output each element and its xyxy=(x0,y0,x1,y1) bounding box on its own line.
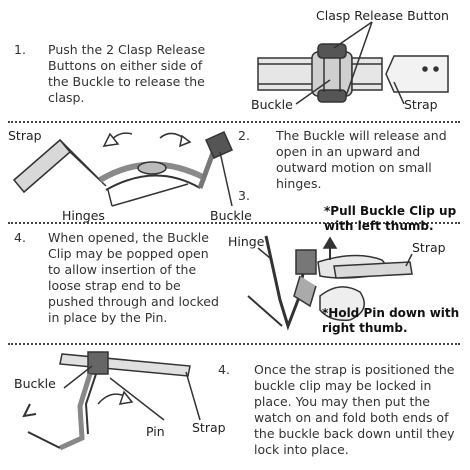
buckle-label-2: Buckle xyxy=(210,208,252,223)
step-1-text: Push the 2 Clasp Release Buttons on eith… xyxy=(48,42,206,105)
clip-locked-illustration xyxy=(22,351,201,451)
strap-label-4: Strap xyxy=(192,420,226,435)
strap-label-1: Strap xyxy=(404,97,438,112)
hinge-label: Hinge xyxy=(228,234,265,249)
step-1-number: 1. xyxy=(14,42,26,57)
clip-open-illustration xyxy=(247,235,413,331)
strap-label-3: Strap xyxy=(412,240,446,255)
step-4a-number: 4. xyxy=(14,230,26,245)
step-3-number: 3. xyxy=(238,188,250,203)
buckle-label-1: Buckle xyxy=(251,97,293,112)
step-2-text: The Buckle will release and open in an u… xyxy=(276,128,447,191)
divider-2 xyxy=(8,222,460,224)
strap-label-2: Strap xyxy=(8,128,42,143)
step-4b-number: 4. xyxy=(218,362,230,377)
divider-1 xyxy=(8,121,460,123)
divider-3 xyxy=(8,343,460,345)
step-4a-text: When opened, the Buckle Clip may be popp… xyxy=(48,230,219,325)
step-4b-text: Once the strap is positioned the buckle … xyxy=(254,362,455,457)
buckle-label-3: Buckle xyxy=(14,376,56,391)
closed-buckle-illustration xyxy=(257,21,449,105)
step-2-number: 2. xyxy=(238,128,250,143)
hold-pin-note: *Hold Pin down with right thumb. xyxy=(322,306,460,335)
pin-label: Pin xyxy=(146,424,165,439)
clasp-release-button-label: Clasp Release Button xyxy=(316,8,449,23)
pull-clip-note: *Pull Buckle Clip up with left thumb. xyxy=(324,204,457,233)
open-buckle-illustration xyxy=(12,131,233,207)
hinges-label: Hinges xyxy=(62,208,105,223)
